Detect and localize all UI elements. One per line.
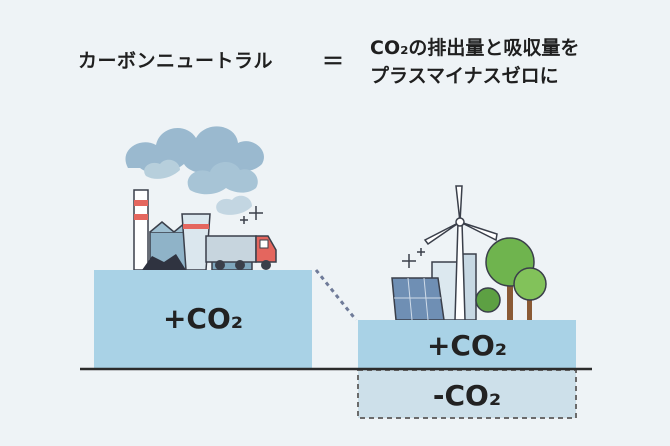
truck-icon (205, 235, 277, 270)
absorption-minus-label: -CO₂ (432, 379, 502, 412)
title-definition-line1: CO₂の排出量と吸収量を (370, 37, 580, 59)
smoke-icon (125, 126, 264, 215)
wind-turbine-icon (423, 185, 498, 321)
chimney-icon (133, 189, 149, 271)
solar-panel-icon (391, 277, 445, 321)
absorption-minus-box (357, 369, 577, 419)
title-carbon-neutral: カーボンニュートラル (78, 50, 274, 72)
sparkle-icon (240, 206, 263, 224)
title-definition: CO₂の排出量と吸収量を プラスマイナスゼロに (370, 34, 579, 90)
title-definition-line2: プラスマイナスゼロに (370, 65, 559, 87)
title-equals: ＝ (322, 50, 345, 75)
emission-box (94, 270, 312, 368)
absorption-plus-box (358, 320, 576, 368)
emission-label: +CO₂ (162, 302, 244, 335)
balance-connector (314, 269, 358, 321)
absorption-plus-label: +CO₂ (426, 329, 508, 362)
tree-icon (475, 237, 547, 320)
sparkle-icon (402, 248, 425, 268)
